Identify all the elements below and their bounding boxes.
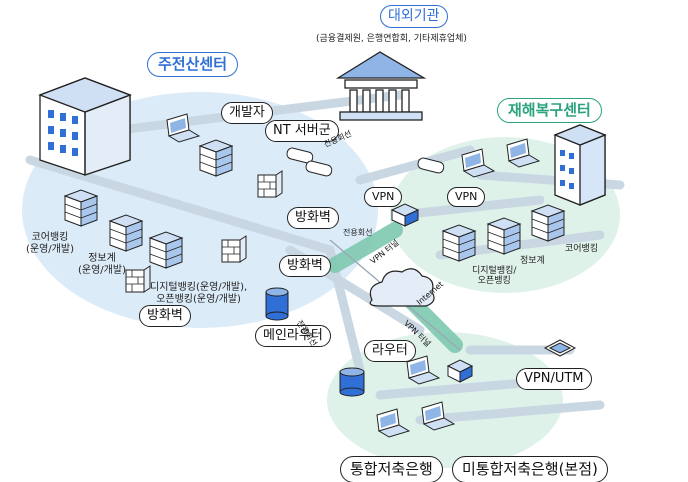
unintegrated-bank-label: 미통합저축은행(본점) <box>452 456 608 482</box>
core-banking-label: 코어뱅킹 (운영/개발) <box>26 232 74 255</box>
dr-center-title: 재해복구센터 <box>497 98 602 123</box>
dr-dedicated-line-label: 전용회선 <box>343 228 373 237</box>
firewall-label-3: 방화벽 <box>139 305 191 328</box>
digital-banking-label: 디지털뱅킹(운영/개발), 오픈뱅킹(운영/개발) <box>150 282 248 305</box>
firewall-label-2: 방화벽 <box>279 255 331 278</box>
nt-server-label: NT 서버군 <box>265 120 339 143</box>
main-center-title: 주전산센터 <box>147 52 239 77</box>
router-label: 라우터 <box>364 340 416 363</box>
external-title: 대외기관 <box>380 5 448 29</box>
vpn-utm-label: VPN/UTM <box>516 368 592 391</box>
firewall-icon-1 <box>257 170 283 198</box>
firewall-icon-3 <box>125 265 151 293</box>
dr-core-banking-label: 코어뱅킹 <box>565 244 599 254</box>
vpn-label-2: VPN <box>447 187 486 208</box>
developer-label: 개발자 <box>221 102 273 125</box>
firewall-label-1: 방화벽 <box>287 207 339 230</box>
internet-cloud-icon <box>369 268 435 307</box>
server-developer <box>199 139 233 177</box>
dr-server-core <box>531 204 565 242</box>
server-info-system <box>109 214 143 252</box>
main-building <box>38 77 132 176</box>
vpn-label-1: VPN <box>364 187 403 208</box>
dr-building <box>553 124 607 206</box>
bank-icon <box>335 51 427 121</box>
nt-server-modem-icon <box>286 147 445 177</box>
server-core-banking <box>64 189 98 227</box>
firewall-icon-2 <box>221 235 247 263</box>
dr-digital-banking-label: 디지털뱅킹/ 오픈뱅킹 <box>472 266 517 287</box>
external-subtitle: (금융결제원, 은행연합회, 기타제휴업체) <box>316 34 467 44</box>
vpn-device-icon <box>390 203 577 383</box>
main-router-label: 메인라우터 <box>255 325 331 348</box>
router-db-icon <box>265 287 365 397</box>
info-system-label: 정보계 (운영/개발) <box>78 253 126 276</box>
dr-info-system-label: 정보계 <box>520 256 545 266</box>
dr-server-digital <box>442 224 476 262</box>
dr-server-info <box>487 217 521 255</box>
integrated-bank-label: 통합저축은행 <box>340 456 443 482</box>
server-digital-banking <box>149 231 183 269</box>
